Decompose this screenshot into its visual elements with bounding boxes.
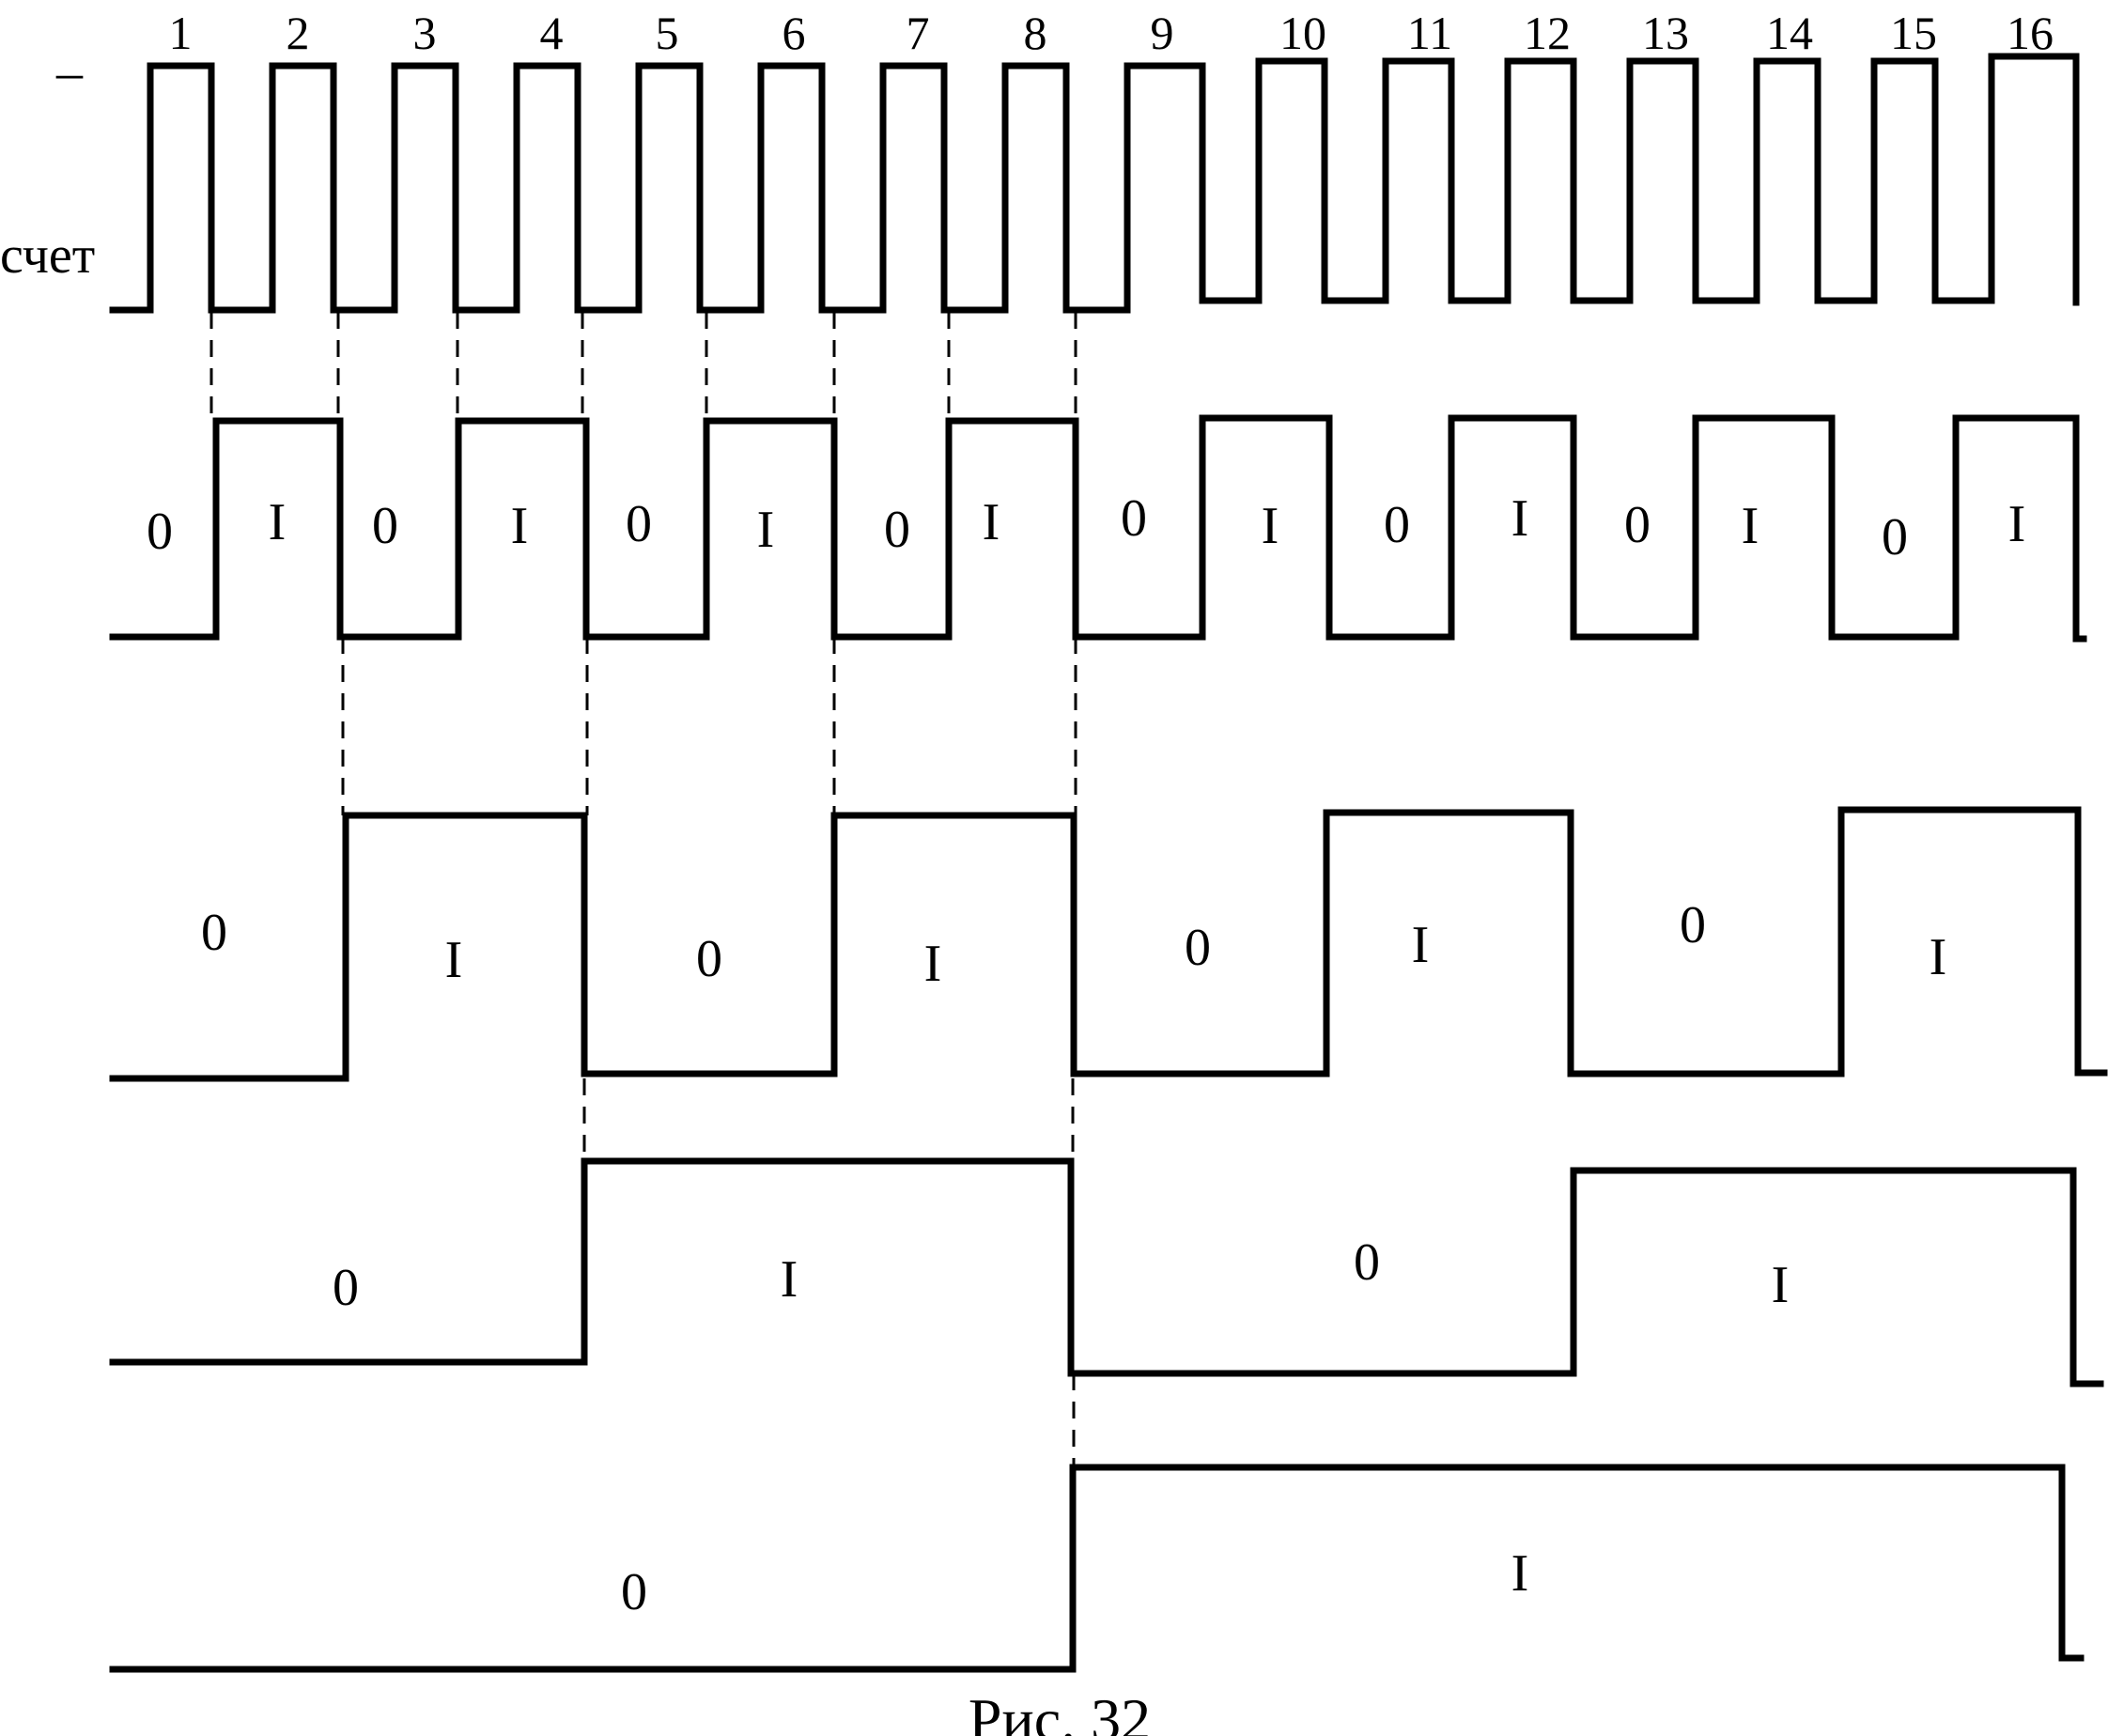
state-label: I [269, 493, 287, 551]
pulse-number: 2 [287, 7, 310, 59]
pulse-number: 15 [1890, 7, 1937, 59]
state-label: 0 [1185, 919, 1211, 977]
state-label: 0 [696, 930, 722, 988]
figure-caption: Рис. 32 [969, 1686, 1151, 1736]
state-label: 0 [1882, 508, 1908, 566]
state-label: I [1262, 497, 1279, 555]
state-label: I [511, 497, 529, 555]
state-label: I [1412, 916, 1430, 974]
input-label: счет [0, 226, 95, 285]
waveform-row-4 [109, 1464, 2085, 1673]
state-label: I [1772, 1256, 1790, 1314]
pulse-number: 10 [1279, 7, 1326, 59]
pulse-number: 8 [1024, 7, 1047, 59]
pulse-number: 11 [1407, 7, 1452, 59]
state-label: 0 [201, 904, 227, 962]
state-label: I [924, 935, 942, 993]
state-label: I [781, 1250, 798, 1309]
state-label: 0 [147, 503, 173, 561]
pulse-number: 12 [1524, 7, 1571, 59]
clock-waveform [109, 53, 2080, 314]
state-label: 0 [1384, 496, 1410, 554]
pulse-number: 4 [540, 7, 564, 59]
state-label: I [1511, 489, 1529, 548]
state-label: 0 [884, 501, 910, 559]
pulse-number: 6 [783, 7, 806, 59]
waveform-row-1 [109, 414, 2087, 643]
pulse-number: 3 [413, 7, 437, 59]
waveform-row-3 [109, 1157, 2104, 1387]
state-label: I [2008, 495, 2026, 553]
overbar-mark: – [55, 43, 84, 101]
state-label: I [445, 931, 463, 989]
state-label: I [757, 501, 775, 559]
state-label: 0 [626, 495, 652, 553]
state-label: 0 [1624, 496, 1651, 554]
state-label: I [1742, 497, 1759, 555]
pulse-number: 14 [1766, 7, 1813, 59]
state-label: 0 [372, 497, 398, 555]
state-label: 0 [1354, 1233, 1380, 1292]
pulse-number: 5 [656, 7, 679, 59]
pulse-number: 1 [169, 7, 193, 59]
state-label: 0 [333, 1259, 359, 1317]
state-label: I [1511, 1544, 1529, 1603]
pulse-number: 16 [2007, 7, 2054, 59]
state-label: 0 [1121, 489, 1147, 548]
pulse-number: 9 [1151, 7, 1174, 59]
waveform-row-2 [109, 806, 2108, 1082]
state-label: 0 [1680, 896, 1706, 954]
state-label: I [1930, 928, 1947, 986]
pulse-number: 13 [1642, 7, 1689, 59]
state-label: 0 [621, 1563, 647, 1621]
state-label: I [983, 493, 1000, 551]
pulse-number: 7 [907, 7, 930, 59]
